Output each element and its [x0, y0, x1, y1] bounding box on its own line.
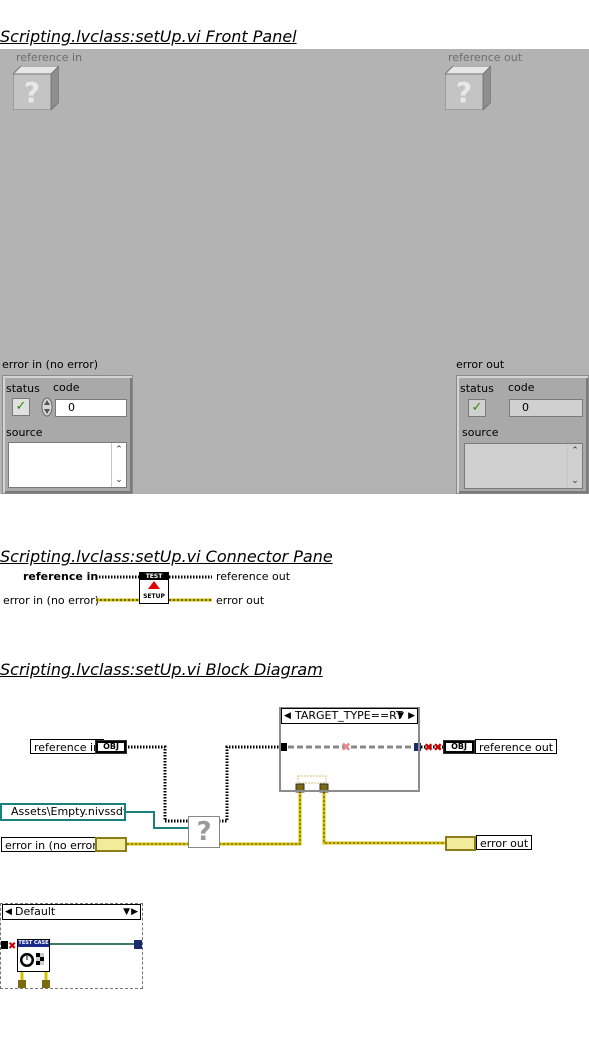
- svg-text:✖: ✖: [341, 740, 351, 754]
- bd-reference-in-label: reference in: [30, 739, 105, 754]
- error-out-code-field: 0: [509, 399, 583, 417]
- subvi-question-icon: ?: [196, 817, 212, 847]
- reference-out-refnum-icon[interactable]: ?: [443, 64, 493, 112]
- error-in-source-label: source: [6, 426, 43, 439]
- error-in-label: error in (no error): [2, 358, 99, 371]
- bd-reference-out-label: reference out: [475, 739, 558, 754]
- error-out-source-field: ⌃ ⌄: [464, 443, 583, 489]
- bd-reference-in-terminal[interactable]: OBJ: [95, 740, 127, 754]
- bd-path-constant-text: Assets\Empty.nivssdf: [11, 805, 126, 818]
- default-dropdown-icon[interactable]: ▼: [123, 907, 130, 917]
- case-next-arrow-icon[interactable]: ▶: [408, 711, 415, 721]
- default-case-label: Default: [15, 905, 56, 918]
- block-diagram-title: Scripting.lvclass:setUp.vi Block Diagram: [0, 660, 323, 679]
- connector-error-out: error out: [216, 594, 265, 607]
- default-prev-arrow-icon[interactable]: ◀: [5, 907, 12, 917]
- block-diagram-wires: ✖ ✖✖: [126, 740, 446, 846]
- case-dropdown-icon[interactable]: ▼: [397, 711, 404, 721]
- bd-reference-out-terminal: OBJ: [443, 740, 475, 754]
- bd-path-constant[interactable]: Assets\Empty.nivssdf: [0, 803, 126, 821]
- error-in-code-label: code: [53, 381, 80, 394]
- bd-default-case-selector[interactable]: ◀ Default ▼ ▶: [2, 904, 141, 920]
- bd-subvi-icon[interactable]: ?: [188, 816, 220, 848]
- front-panel-title: Scripting.lvclass:setUp.vi Front Panel: [0, 27, 297, 46]
- setup-triangle-icon: [148, 581, 160, 589]
- bd-case-selector[interactable]: ◀ TARGET_TYPE==RT ▼ ▶: [281, 708, 418, 724]
- setup-icon-top-text: TEST: [140, 573, 168, 580]
- connector-reference-out: reference out: [216, 570, 291, 583]
- bd-testcase-icon[interactable]: TEST CASE: [17, 939, 50, 972]
- svg-text:✖✖: ✖✖: [424, 741, 442, 754]
- connector-error-in: error in (no error): [3, 594, 100, 607]
- error-out-label: error out: [456, 358, 505, 371]
- error-in-code-field[interactable]: 0: [55, 399, 127, 417]
- connector-reference-in: reference in: [23, 570, 99, 583]
- error-in-source-scrollbar[interactable]: ⌃ ⌄: [111, 443, 126, 487]
- error-in-cluster: status code ✓ 0 source ⌃ ⌄: [2, 375, 133, 494]
- error-in-source-field[interactable]: ⌃ ⌄: [8, 442, 127, 488]
- error-in-status-checkbox[interactable]: ✓: [12, 398, 30, 416]
- refnum-glyph: ?: [24, 76, 40, 109]
- testcase-header-text: TEST CASE: [18, 940, 49, 947]
- svg-text:?: ?: [456, 76, 472, 109]
- bd-error-out-label: error out: [476, 835, 533, 850]
- error-out-source-scrollbar[interactable]: ⌃ ⌄: [567, 444, 582, 488]
- setup-icon-bottom-text: SETUP: [143, 593, 165, 600]
- bd-default-case-structure[interactable]: [0, 903, 143, 989]
- error-in-status-label: status: [6, 382, 40, 395]
- bd-error-in-terminal[interactable]: [95, 837, 127, 852]
- case-prev-arrow-icon[interactable]: ◀: [284, 711, 291, 721]
- setup-vi-icon[interactable]: TEST SETUP: [139, 572, 169, 604]
- error-out-source-label: source: [462, 426, 499, 439]
- bd-error-out-terminal: [445, 836, 476, 851]
- reference-out-label: reference out: [448, 51, 523, 64]
- error-out-status-label: status: [460, 382, 494, 395]
- connector-wires: [96, 575, 212, 602]
- reference-in-label: reference in: [16, 51, 83, 64]
- stopwatch-flag-icon: [20, 953, 44, 967]
- default-next-arrow-icon[interactable]: ▶: [131, 907, 138, 917]
- reference-in-refnum-icon[interactable]: ?: [11, 64, 61, 112]
- error-out-code-label: code: [508, 381, 535, 394]
- bd-error-in-label: error in (no error): [1, 837, 106, 852]
- error-out-status-led: ✓: [468, 399, 486, 417]
- svg-text:✖: ✖: [8, 941, 16, 952]
- error-in-code-spinner[interactable]: [41, 397, 53, 417]
- error-out-cluster: status code ✓ 0 source ⌃ ⌄: [456, 375, 589, 494]
- connector-pane-title: Scripting.lvclass:setUp.vi Connector Pan…: [0, 547, 333, 566]
- case-selector-label: TARGET_TYPE==RT: [295, 709, 403, 722]
